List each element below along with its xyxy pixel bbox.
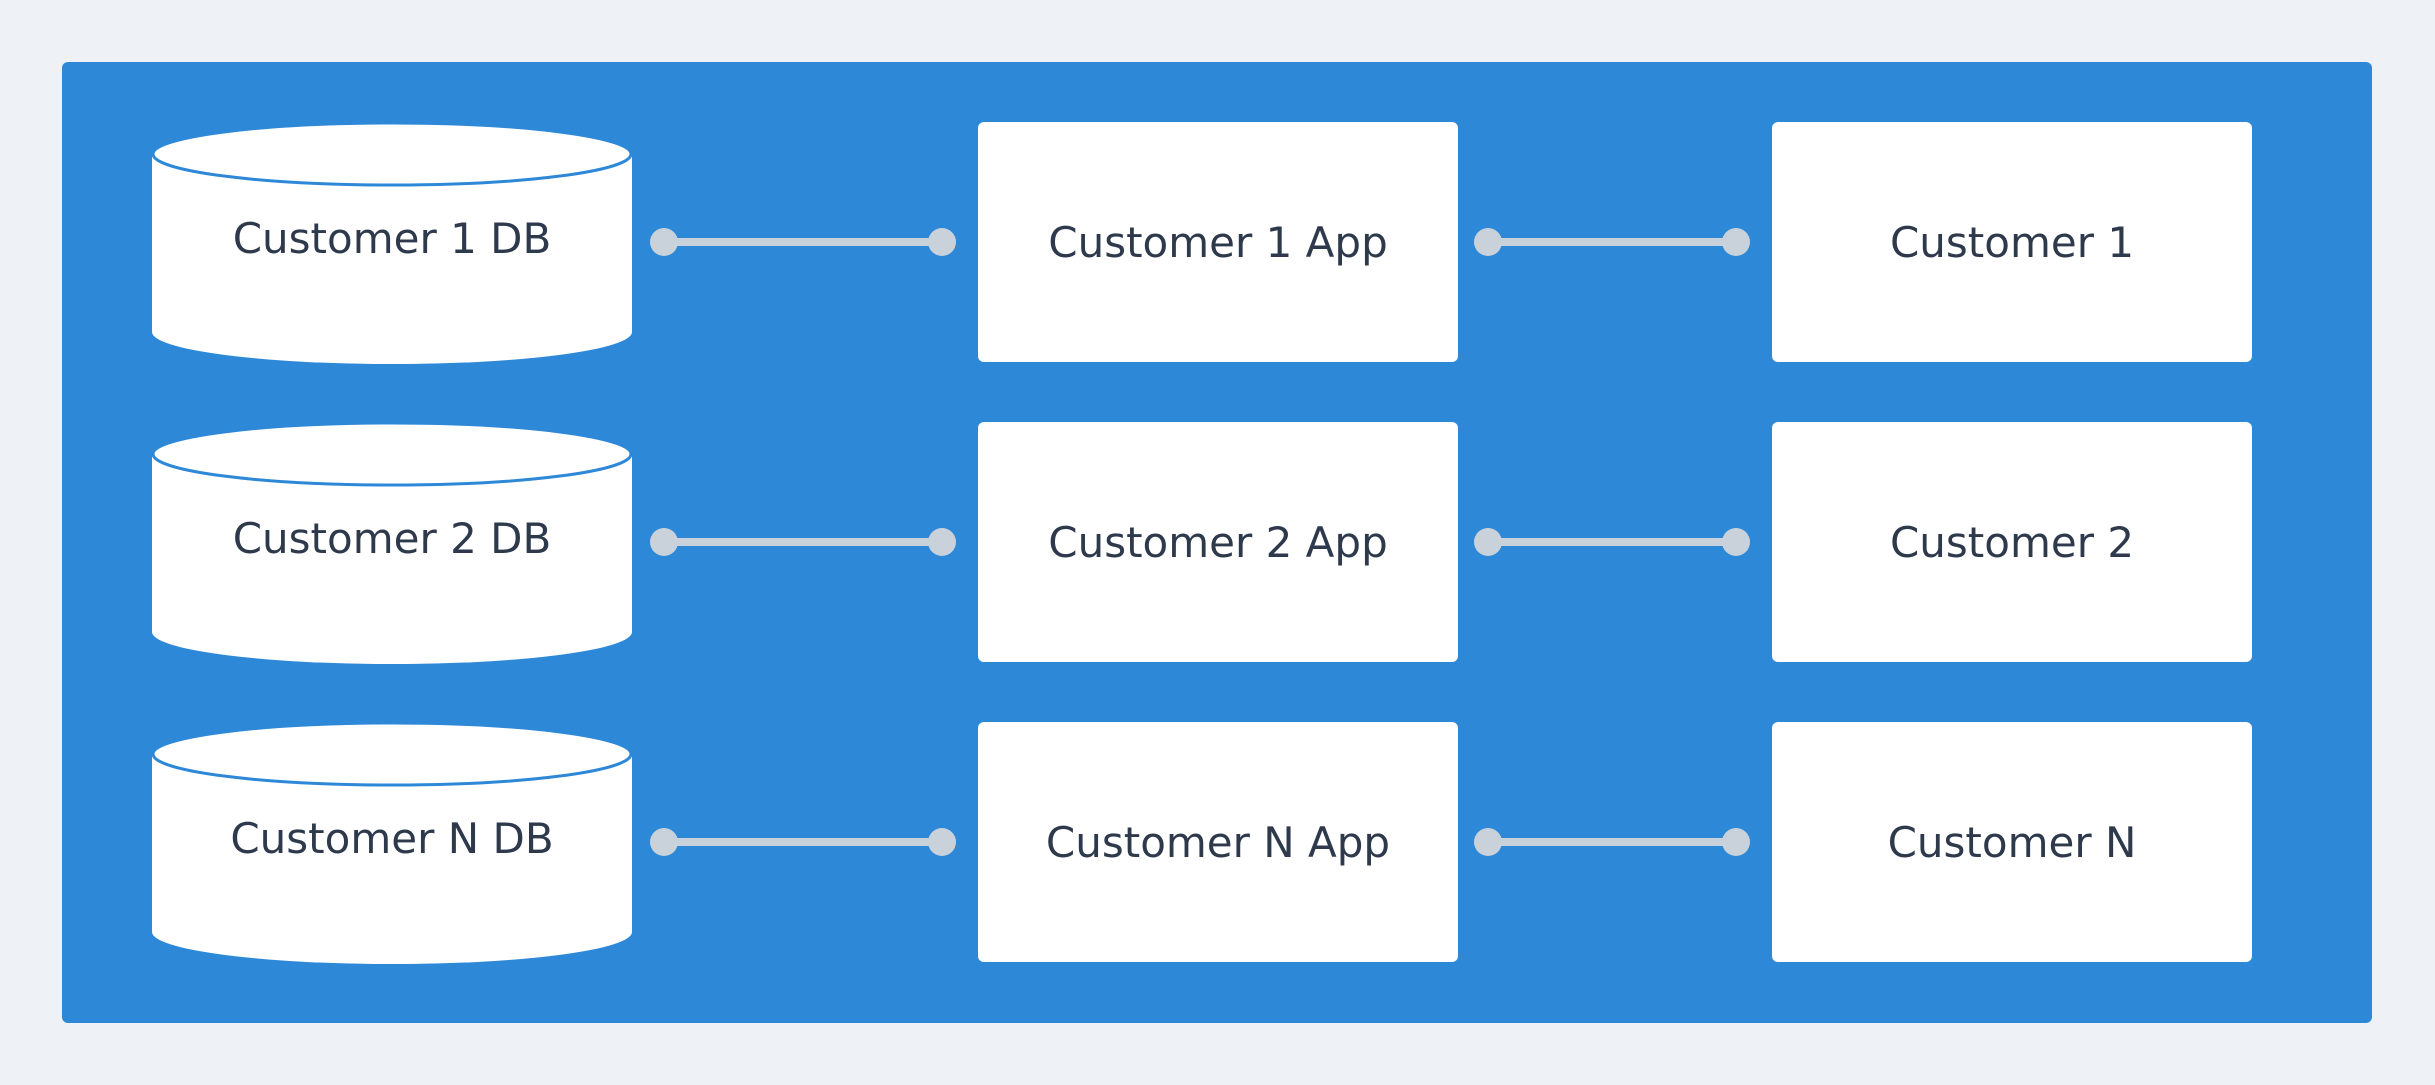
app-node: Customer N App: [978, 722, 1458, 962]
customer-label: Customer 1: [1889, 217, 2135, 267]
customer-node: Customer N: [1772, 722, 2252, 962]
app-label: Customer 1 App: [1048, 217, 1388, 267]
database-cylinder-icon: [152, 422, 632, 664]
database-label: Customer 2 DB: [232, 514, 552, 563]
row-customer-1: Customer 1 DB Customer 1 App Customer 1: [62, 122, 2372, 364]
row-customer-n: Customer N DB Customer N App Customer N: [62, 722, 2372, 964]
connector-db-app: [650, 528, 956, 556]
app-node: Customer 1 App: [978, 122, 1458, 362]
connector-db-app: [650, 228, 956, 256]
app-label: Customer 2 App: [1048, 517, 1388, 567]
database-label: Customer N DB: [230, 814, 554, 863]
app-node: Customer 2 App: [978, 422, 1458, 662]
diagram-panel: Customer 1 DB Customer 1 App Customer 1 …: [62, 62, 2372, 1023]
connector-app-customer: [1474, 828, 1750, 856]
database-label: Customer 1 DB: [232, 214, 552, 263]
database-cylinder-icon: [152, 122, 632, 364]
connector-db-app: [650, 828, 956, 856]
connector-app-customer: [1474, 528, 1750, 556]
database-node: Customer 1 DB: [152, 122, 632, 364]
customer-label: Customer N: [1887, 817, 2137, 867]
database-cylinder-icon: [152, 722, 632, 964]
app-label: Customer N App: [1045, 817, 1391, 867]
database-node: Customer 2 DB: [152, 422, 632, 664]
row-customer-2: Customer 2 DB Customer 2 App Customer 2: [62, 422, 2372, 664]
connector-app-customer: [1474, 228, 1750, 256]
database-node: Customer N DB: [152, 722, 632, 964]
customer-label: Customer 2: [1889, 517, 2135, 567]
customer-node: Customer 2: [1772, 422, 2252, 662]
customer-node: Customer 1: [1772, 122, 2252, 362]
